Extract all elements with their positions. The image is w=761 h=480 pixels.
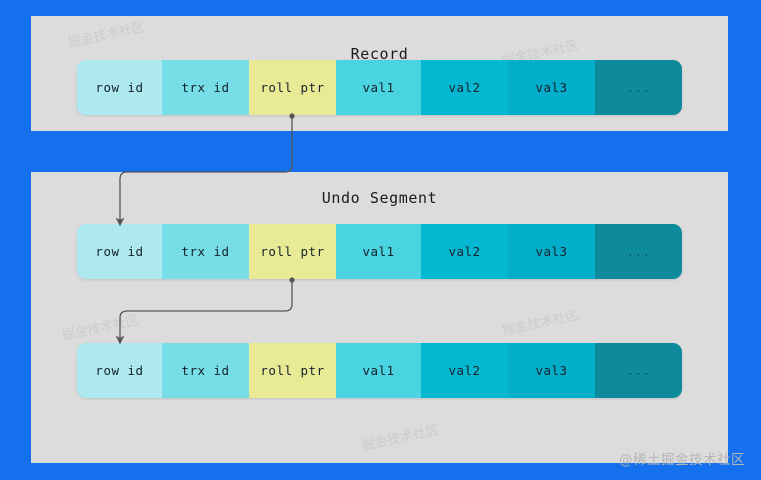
record-cell-val1: val1 (336, 60, 421, 115)
faint-watermark: 掘金技术社区 (60, 313, 141, 344)
record-cell-row-id: row id (77, 60, 162, 115)
record-cell-val2: val2 (421, 224, 508, 279)
faint-watermark: 掘金技术社区 (500, 308, 581, 339)
record-cell-trx-id: trx id (162, 343, 249, 398)
record-cell-row-id: row id (77, 343, 162, 398)
faint-watermark: 掘金技术社区 (360, 423, 441, 454)
record-cell-: ... (595, 343, 682, 398)
record-cell-trx-id: trx id (162, 224, 249, 279)
site-watermark: @稀土掘金技术社区 (619, 452, 745, 468)
record-cell-roll-ptr: roll ptr (249, 60, 336, 115)
record-cell-val3: val3 (508, 60, 595, 115)
record-cell-: ... (595, 224, 682, 279)
record-cell-: ... (595, 60, 682, 115)
record-cell-val1: val1 (336, 343, 421, 398)
record-cell-roll-ptr: roll ptr (249, 343, 336, 398)
record-cell-row-id: row id (77, 224, 162, 279)
panel-undo-segment-title: Undo Segment (321, 189, 438, 207)
panel-undo-segment: Undo Segment 掘金技术社区 掘金技术社区 掘金技术社区 掘金技术社区… (31, 172, 728, 463)
record-cell-val3: val3 (508, 224, 595, 279)
record-cell-val2: val2 (421, 60, 508, 115)
record-cell-val2: val2 (421, 343, 508, 398)
record-cell-roll-ptr: roll ptr (249, 224, 336, 279)
record-cell-trx-id: trx id (162, 60, 249, 115)
record-cell-val1: val1 (336, 224, 421, 279)
panel-record-title: Record (350, 45, 409, 63)
record-cell-val3: val3 (508, 343, 595, 398)
